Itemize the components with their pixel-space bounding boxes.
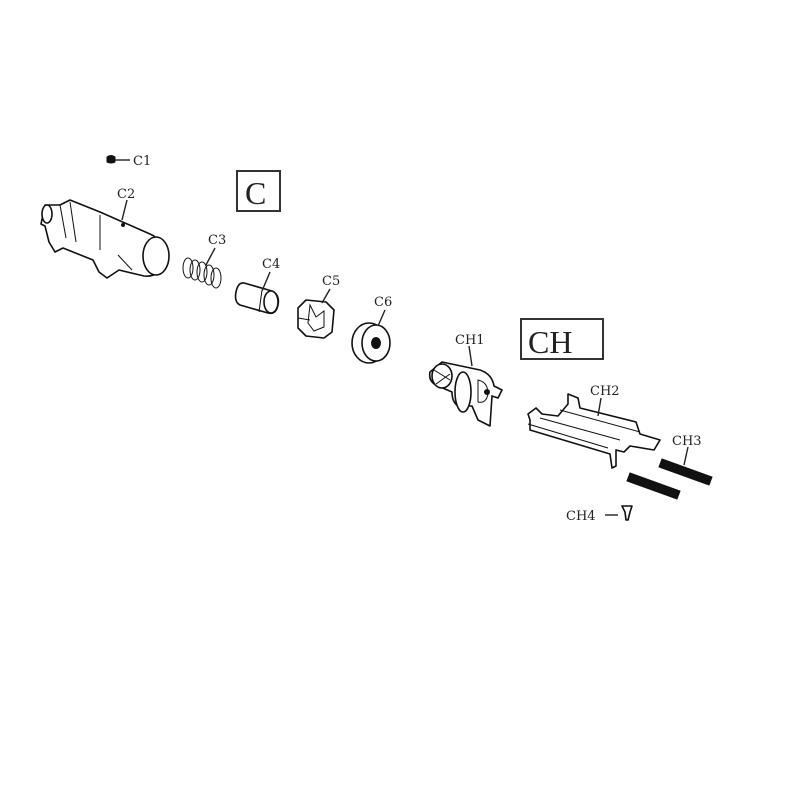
c3-leader-line [205, 247, 216, 266]
c2-bore [142, 236, 170, 276]
group-c: C [236, 170, 281, 212]
c6-leader-line [377, 309, 386, 327]
c3-label: C3 [208, 233, 226, 248]
ch2-rail-icon [527, 393, 661, 469]
part-c3: C3 [182, 233, 226, 289]
c2-leader-line [121, 199, 128, 221]
c6-washer-icon [351, 322, 391, 364]
ch1-label: CH1 [455, 333, 485, 348]
ch2-leader-line [597, 397, 602, 417]
c4-label: C4 [262, 257, 280, 272]
ch4-screw-icon [621, 505, 633, 521]
ch3-pin-lower-icon [626, 472, 681, 500]
ch3-label: CH3 [672, 434, 702, 449]
c5-label: C5 [322, 274, 340, 289]
c1-screw-icon [106, 155, 116, 164]
ch3-pin-upper-icon [658, 458, 713, 486]
part-ch2: CH2 [527, 384, 661, 469]
group-ch: CH [520, 318, 604, 360]
ch4-label: CH4 [566, 509, 596, 524]
group-c-label: C [245, 175, 266, 211]
c5-valve-icon [297, 299, 335, 339]
c2-label: C2 [117, 187, 135, 202]
ch2-label: CH2 [590, 384, 620, 399]
group-ch-label: CH [528, 324, 572, 360]
ch1-leader-line [468, 345, 473, 367]
c1-label: C1 [133, 154, 151, 169]
c2-tip [41, 204, 53, 224]
c4-leader-line [261, 271, 271, 292]
c6-label: C6 [374, 295, 392, 310]
part-ch3: CH3 [626, 434, 713, 500]
part-c1: C1 [106, 154, 151, 169]
part-c2: C2 [40, 187, 170, 279]
part-c4: C4 [234, 257, 280, 315]
ch3-leader-line [683, 446, 689, 466]
part-ch4: CH4 [566, 505, 633, 524]
part-c6: C6 [351, 295, 392, 364]
c5-leader-line [321, 288, 331, 304]
part-ch1: CH1 [428, 333, 503, 427]
c3-spring-icon [182, 257, 222, 289]
group-c-box [236, 170, 281, 212]
group-ch-box [520, 318, 604, 360]
part-c5: C5 [297, 274, 340, 339]
